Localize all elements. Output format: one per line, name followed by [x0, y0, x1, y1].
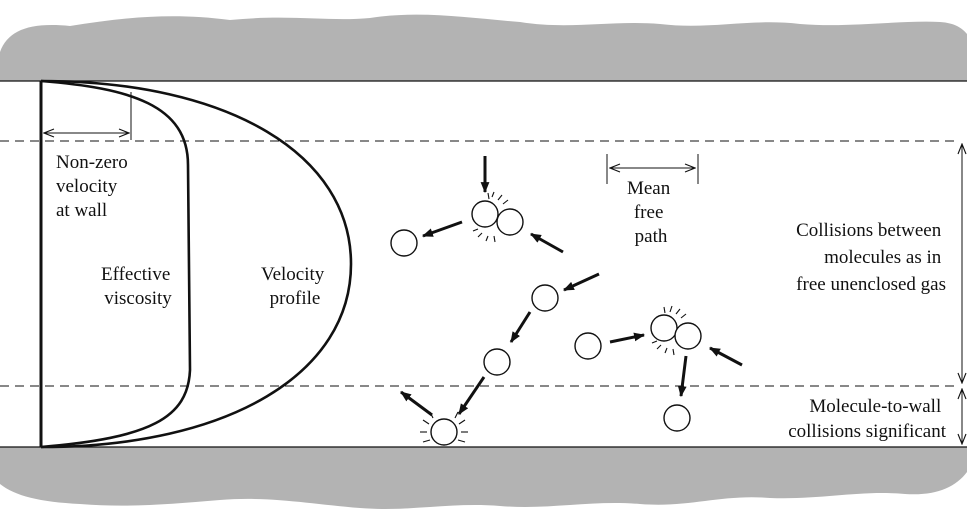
collision-burst-marks [420, 191, 687, 443]
molecules [390, 200, 702, 446]
molecule [471, 200, 499, 228]
molecule [650, 314, 678, 342]
velocity-profile-curve [40, 79, 353, 449]
arrow [509, 311, 532, 343]
collisions-between-label: Collisions between molecules as in free … [796, 220, 946, 295]
mean-free-path-label: Mean free path [627, 178, 675, 247]
molecule [531, 284, 559, 312]
top-wall [0, 14, 967, 81]
arrow [677, 355, 688, 398]
arrow [709, 346, 743, 367]
molecule [496, 208, 524, 236]
molecule [483, 348, 511, 376]
molecule [390, 229, 418, 257]
velocity-profile-label: Velocity profile [261, 264, 329, 309]
molecule [663, 404, 691, 432]
effective-viscosity-label: Effective viscosity [101, 264, 175, 309]
arrow [609, 332, 646, 344]
motion-arrows [400, 156, 743, 417]
arrow [421, 220, 463, 238]
wall-collisions-label: Molecule-to-wall collisions significant [788, 396, 947, 442]
nonzero-velocity-label: Non-zero velocity at wall [56, 152, 133, 221]
arrow [457, 376, 486, 415]
arrow [562, 272, 600, 292]
molecule [674, 322, 702, 350]
arrow [400, 390, 433, 417]
bottom-wall [0, 447, 967, 509]
molecule [574, 332, 602, 360]
effective-viscosity-profile [40, 79, 192, 449]
arrow [530, 232, 564, 254]
mean-free-path-dimension [606, 154, 699, 184]
molecule [430, 418, 458, 446]
